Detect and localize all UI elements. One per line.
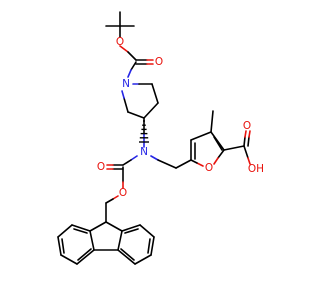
bond [61,238,65,254]
atom-label-oxygen: O [119,187,127,199]
atom-label-nitrogen: N [122,78,130,90]
bond [210,110,214,133]
bond [60,254,78,265]
bond [127,51,137,61]
bond [139,224,155,238]
bond [243,145,249,159]
bond [89,221,107,232]
bond [112,195,119,200]
atom-label-oxygen: O [116,36,124,48]
bond [105,221,123,232]
bond [57,236,62,256]
bond [175,159,192,169]
bond [143,102,159,119]
bond [210,131,225,151]
bond [157,159,177,169]
bond [122,159,132,166]
bond [71,224,91,232]
bond [217,149,225,159]
bond [119,45,129,53]
atom-label-oxygen: O [97,161,105,173]
bond [105,198,114,204]
bond [150,155,159,161]
bond [123,97,129,113]
bond [124,228,139,234]
bond [117,249,136,265]
atom-label-nitrogen: N [140,146,148,158]
bond [223,145,245,151]
bond [127,111,145,119]
atom-label-layer: O O N N O O O O OH [97,36,264,199]
atom-label-oxygen: O [155,56,163,68]
bond [121,90,125,99]
bond [196,162,204,167]
bond [151,83,159,104]
bond [190,131,212,141]
bond [57,224,73,238]
bond-layer [57,11,251,265]
bond [190,159,198,164]
bond [117,230,123,251]
bond [130,61,137,71]
bond [121,224,141,232]
bond [247,157,251,165]
bond [127,69,132,78]
stereo-hash-bond [139,120,149,143]
bond [77,248,92,261]
bond [120,248,135,261]
bond [73,228,88,234]
bond [213,136,223,151]
atom-label-hydroxyl: OH [248,163,264,175]
bond [130,155,138,161]
bond [243,136,246,147]
bond [213,157,219,165]
atom-label-oxygen: O [243,120,251,132]
bond [89,230,95,251]
bond [247,136,250,147]
bond [244,130,247,138]
structure-diagram: O O N N O O O O OH [57,11,264,265]
bond [147,238,151,254]
bond [76,249,95,265]
bond [134,254,152,265]
bond [150,236,155,256]
bond [248,130,251,138]
atom-label-oxygen: O [205,162,213,174]
